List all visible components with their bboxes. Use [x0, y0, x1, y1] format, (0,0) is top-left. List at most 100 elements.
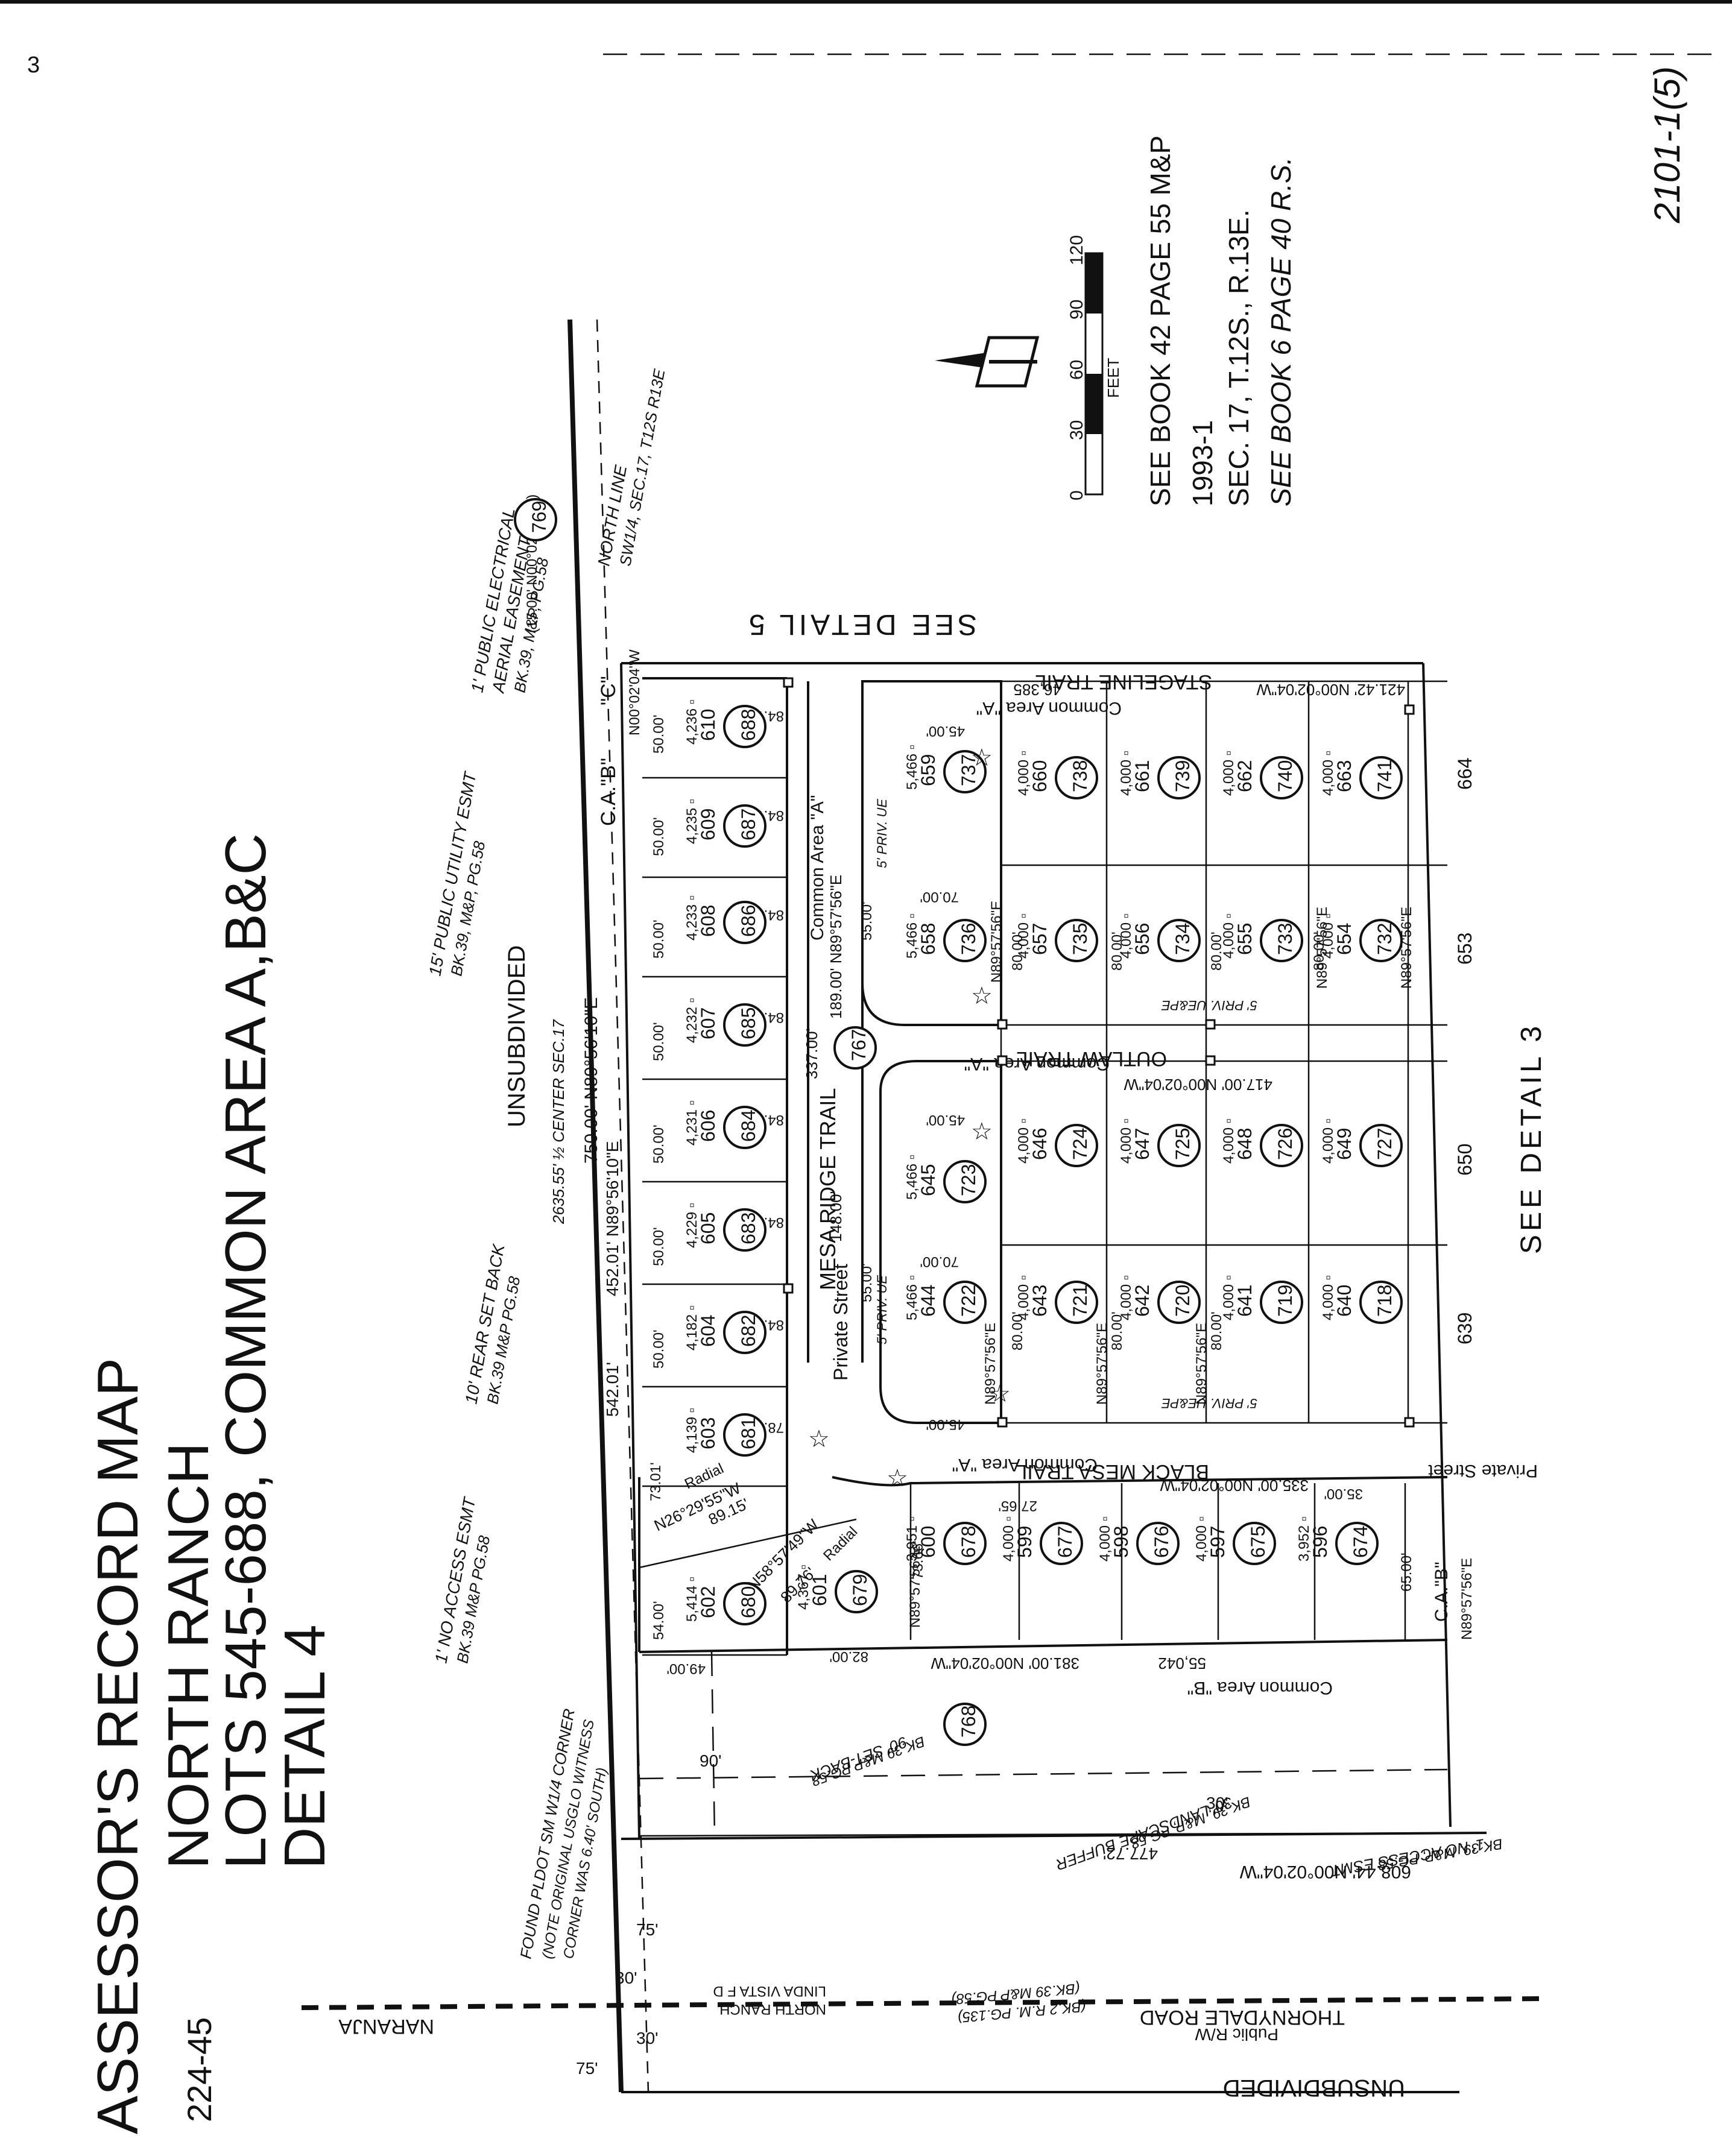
- lot-circle: [723, 1003, 766, 1047]
- road-outlaw: OUTLAW TRAIL: [1017, 1047, 1167, 1070]
- lot-area: 4,000 ▫: [1016, 751, 1032, 796]
- bearing-west-608: 608.44' N00°02'04"W: [1239, 1862, 1411, 1882]
- lot-circle: [1157, 756, 1201, 799]
- lot-number: 724: [1069, 1128, 1091, 1160]
- parcel-number: 663: [1333, 760, 1355, 792]
- landscape-buffer-2: BK.39, M&P, PG.58: [1128, 1793, 1253, 1852]
- lot-area: 3,951 ▫: [904, 1516, 920, 1562]
- lot-number: 683: [738, 1212, 759, 1244]
- parcel-653: 653: [1454, 933, 1476, 965]
- reference-rs: SEE BOOK 6 PAGE 40 R.S.: [1265, 157, 1297, 507]
- subdivision-west-edge: [620, 663, 640, 1839]
- dim-90: 90': [700, 1751, 722, 1770]
- bearing-mr-189: 189.00' N89°57'56"E: [827, 875, 845, 1019]
- parcel-number: 655: [1234, 923, 1256, 955]
- lot-number: 684: [738, 1110, 759, 1142]
- lot-number: 732: [1374, 923, 1395, 955]
- lower-lot-block: [638, 1476, 1448, 1652]
- monument-pin-icon: [997, 1019, 1008, 1030]
- lot-circle: [1260, 919, 1303, 962]
- reference-book: SEE BOOK 42 PAGE 55 M&P: [1145, 136, 1176, 506]
- lot-circle: [1359, 919, 1403, 962]
- easement-5ft-c: 5' PRIV. UE&PE: [1162, 998, 1257, 1013]
- reference-section: SEC. 17, T.12S., R.13E.: [1223, 209, 1254, 506]
- parcel-number: 657: [1029, 923, 1051, 955]
- dim-73-01: 73.01': [648, 1462, 664, 1501]
- lot-area: 3,952 ▫: [1296, 1516, 1312, 1562]
- lot-area: 4,231 ▫: [684, 1100, 700, 1146]
- bearing-n89-7: N89°57'56"E: [907, 1546, 923, 1628]
- lot-area: 4,000 ▫: [1000, 1516, 1017, 1562]
- dim-70-a: 70.00': [920, 889, 959, 905]
- road-thornydale: THORNYDALE ROAD: [1140, 2006, 1345, 2029]
- parcel-number: 661: [1131, 760, 1153, 792]
- corner-mark: 3: [27, 52, 40, 78]
- dim-73-66: 73.66': [910, 1540, 926, 1580]
- lot-number: 739: [1172, 760, 1193, 792]
- lot-number: 679: [849, 1574, 871, 1606]
- bearing-south-381: 381.00' N00°02'04"W: [931, 1654, 1079, 1672]
- common-area-b: Common Area "B": [1187, 1678, 1333, 1698]
- bearing-east-421: 421.42' N00°02'04"W: [1256, 681, 1405, 699]
- dim-30-c: 30': [1206, 1794, 1228, 1812]
- dim-80-f: 80.00': [1109, 1311, 1125, 1351]
- lot-area: 4,000 ▫: [1118, 1275, 1134, 1320]
- title-line-1: ASSESSOR'S RECORD MAP: [86, 1358, 150, 2134]
- lot-number: 721: [1069, 1285, 1091, 1317]
- parcel-number: 602: [697, 1586, 719, 1618]
- dim-50-b: 50.00': [651, 817, 667, 856]
- lot-circle: [1260, 1124, 1303, 1167]
- parcel-number: 649: [1333, 1128, 1355, 1160]
- lot-area: 5,466 ▫: [904, 1155, 920, 1200]
- monument-pin-icon: [997, 1417, 1008, 1428]
- lot-circle: [1359, 1281, 1403, 1324]
- lot-area: 4,000 ▫: [1221, 751, 1237, 796]
- lot-area: 4,000 ▫: [1118, 751, 1134, 796]
- parcel-number: 609: [697, 808, 719, 840]
- lot-number: 725: [1172, 1128, 1193, 1160]
- lot-circle: [723, 1106, 766, 1149]
- lot-circle: [1157, 1281, 1201, 1324]
- parcel-number: 607: [697, 1007, 719, 1039]
- bearing-top-542: 542.01': [603, 1362, 622, 1417]
- lot-767: 767: [833, 1026, 877, 1070]
- lot-number: 723: [958, 1164, 979, 1196]
- scale-segment-2: [1086, 374, 1102, 434]
- scale-tick-90: 90: [1067, 300, 1087, 320]
- references-block: SEE BOOK 42 PAGE 55 M&P 1993-1 SEC. 17, …: [1145, 136, 1297, 506]
- parcel-number: 605: [697, 1212, 719, 1244]
- parcel-number: 606: [697, 1110, 719, 1142]
- road-stageline: STAGELINE TRAIL: [1035, 670, 1213, 693]
- monument-pin-icon: [783, 1283, 794, 1294]
- bearing-south-55042: 55,042: [1158, 1654, 1206, 1672]
- lot-area: 5,466 ▫: [904, 745, 920, 790]
- scale-tick-120: 120: [1067, 235, 1087, 265]
- lot-circle: [1260, 1281, 1303, 1324]
- bearing-mid-417: 417.00' N00°02'04"W: [1124, 1076, 1272, 1094]
- lot-number: 735: [1069, 923, 1091, 955]
- scale-tick-60: 60: [1067, 360, 1087, 380]
- lot-circle: [1157, 1124, 1201, 1167]
- dim-45-a: 45.00': [926, 723, 965, 739]
- lot-number: 677: [1054, 1526, 1076, 1558]
- bearing-center-ref: 2635.55' ½ CENTER SEC.17: [549, 1019, 567, 1225]
- bearing-ca-c: N00°02'04"W: [627, 649, 643, 736]
- block-north-cul-de-sac: [861, 680, 1002, 1424]
- title-block: ASSESSOR'S RECORD MAP NORTH RANCH LOTS 5…: [86, 833, 337, 2134]
- bearing-n89-3: N89°57'56"E: [1193, 1323, 1210, 1405]
- lot-area: 4,000 ▫: [1320, 913, 1336, 959]
